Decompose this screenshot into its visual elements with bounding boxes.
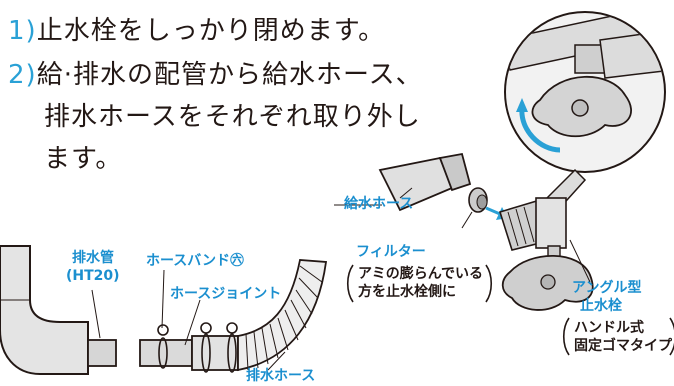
- label-hose-band: ホースバンド㊅: [146, 253, 244, 269]
- label-drain-pipe: 排水管: [72, 250, 114, 266]
- label-drain-hose: 排水ホース: [246, 368, 316, 384]
- note-filter-line-2: 方を止水栓側に: [358, 284, 456, 300]
- label-hose-joint: ホースジョイント: [170, 286, 282, 302]
- instruction-step-2: 2)給·排水の配管から給水ホース、: [8, 58, 423, 92]
- label-supply-hose: 給水ホース: [344, 196, 414, 212]
- label-angle-valve-line-2: 止水栓: [580, 298, 622, 314]
- note-angle-valve-line-1: ハンドル式: [574, 320, 644, 336]
- step-2-text-line-1: 給·排水の配管から給水ホース、: [36, 60, 423, 90]
- label-filter: フィルター: [356, 244, 426, 260]
- label-angle-valve-line-1: アングル型: [572, 280, 642, 296]
- label-drain-pipe-model: (HT20): [66, 268, 120, 284]
- note-filter-line-1: アミの膨らんでいる: [358, 266, 484, 282]
- angle-valve-illustration: [498, 168, 594, 311]
- rotation-arrow-icon: [519, 107, 561, 153]
- step-2-text-line-3: ます。: [44, 144, 123, 174]
- note-angle-valve-line-2: 固定ゴマタイプ: [574, 338, 672, 354]
- drain-pipe-illustration: [0, 245, 117, 375]
- step-2-text-line-2: 排水ホースをそれぞれ取り外し: [44, 102, 421, 132]
- step-1-text: 止水栓をしっかり閉めます。: [36, 16, 386, 46]
- step-1-number: 1): [8, 16, 37, 46]
- drain-hose-illustration: [139, 259, 328, 373]
- instruction-step-1: 1)止水栓をしっかり閉めます。: [8, 14, 385, 48]
- filter-illustration: [461, 187, 488, 229]
- valve-close-inset: [504, 11, 666, 173]
- supply-hose-illustration: [378, 152, 472, 212]
- step-2-number: 2): [8, 60, 37, 90]
